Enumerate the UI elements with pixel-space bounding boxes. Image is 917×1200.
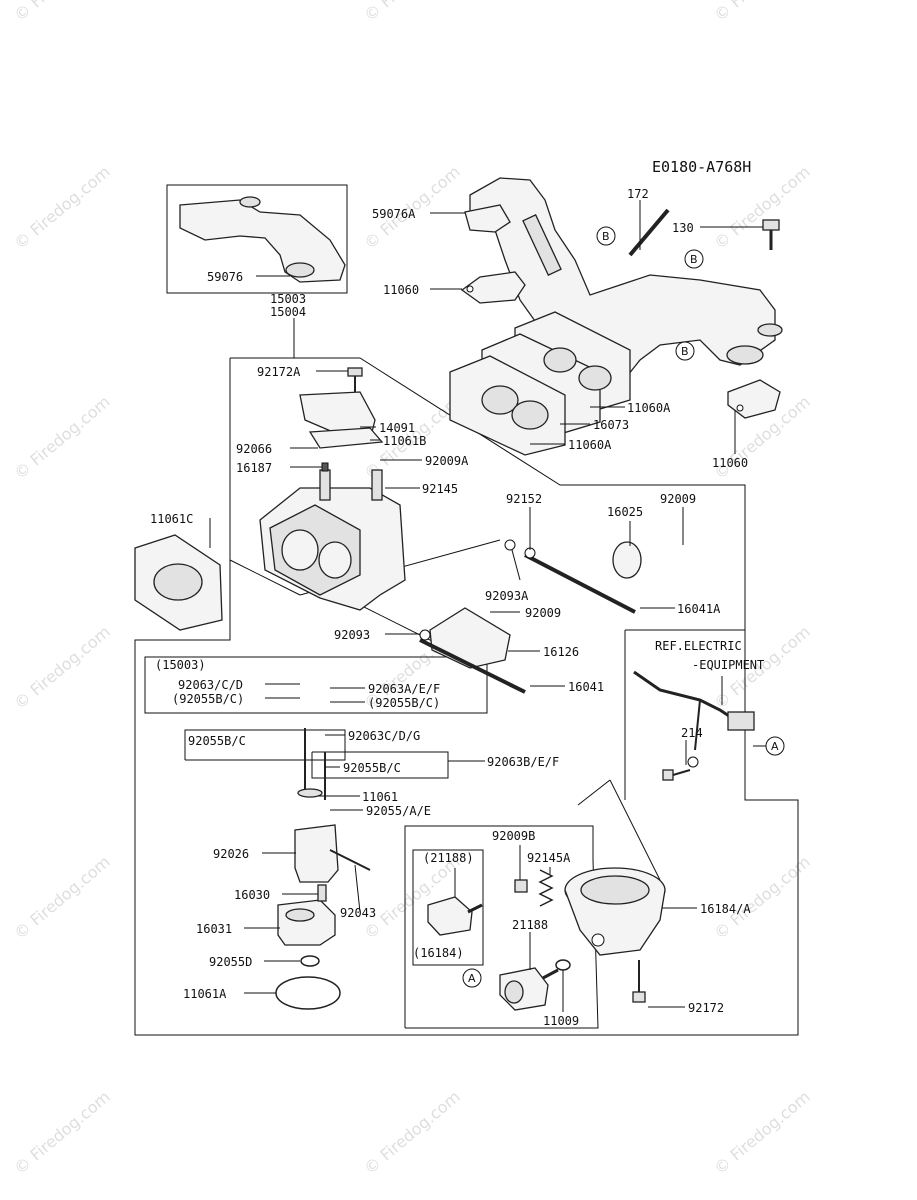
part-label: (92055B/C) (368, 696, 440, 710)
watermark: © Firedog.com (10, 392, 113, 483)
part-label: 14091 (379, 421, 415, 435)
part-label: 172 (627, 187, 649, 201)
part-label: 92063/C/D (178, 678, 243, 692)
part-label: 16126 (543, 645, 579, 659)
svg-text:A: A (771, 740, 779, 753)
part-label: 11060 (712, 456, 748, 470)
watermark: © Firedog.com (710, 0, 813, 25)
svg-text:B: B (690, 253, 698, 266)
part-label: 92055B/C (343, 761, 401, 775)
part-label: 92009 (525, 606, 561, 620)
part-label: 130 (672, 221, 694, 235)
part-label: 59076A (372, 207, 416, 221)
part-label: 92145A (527, 851, 571, 865)
part-label: 92145 (422, 482, 458, 496)
part-label: 15003 (270, 292, 306, 306)
svg-text:A: A (468, 972, 476, 985)
svg-text:B: B (681, 345, 689, 358)
part-label: 11060A (627, 401, 671, 415)
part-label: 92043 (340, 906, 376, 920)
part-label: 92066 (236, 442, 272, 456)
marker-b: B (675, 341, 695, 361)
part-label: 11061 (362, 790, 398, 804)
watermark: © Firedog.com (10, 162, 113, 253)
part-label: 92152 (506, 492, 542, 506)
part-label: 214 (681, 726, 703, 740)
inset-label-21188: (21188) (423, 851, 474, 865)
inset-label-16184: (16184) (413, 946, 464, 960)
inset-label-15003: (15003) (155, 658, 206, 672)
parts-art (134, 177, 783, 1011)
marker-a: A (765, 736, 785, 756)
watermark: © Firedog.com (10, 0, 113, 25)
watermark: © Firedog.com (10, 622, 113, 713)
part-labels: 59076A 172 130 11060 59076 15003 15004 1… (150, 187, 751, 1028)
watermark: © Firedog.com (360, 0, 463, 25)
part-label: 92055D (209, 955, 252, 969)
part-label: 11061A (183, 987, 227, 1001)
part-label: 92055/A/E (366, 804, 431, 818)
part-label: 16030 (234, 888, 270, 902)
part-label: 92172A (257, 365, 301, 379)
part-label: 11009 (543, 1014, 579, 1028)
part-label: 59076 (207, 270, 243, 284)
part-label: 11061C (150, 512, 193, 526)
part-label: 16031 (196, 922, 232, 936)
part-label: 15004 (270, 305, 306, 319)
part-label: 16073 (593, 418, 629, 432)
part-label: 92009A (425, 454, 469, 468)
watermark: © Firedog.com (10, 1087, 113, 1178)
part-label: 16025 (607, 505, 643, 519)
part-label: 92063B/E/F (487, 755, 559, 769)
part-label: 16041 (568, 680, 604, 694)
reference-note: -EQUIPMENT (692, 658, 764, 672)
marker-a: A (462, 968, 482, 988)
part-label: 92063C/D/G (348, 729, 420, 743)
leader-lines (209, 200, 766, 1012)
part-label: 11060 (383, 283, 419, 297)
marker-b: B (684, 249, 704, 269)
inset-labels: (15003) (21188) (16184) REF.ELECTRIC -EQ… (155, 639, 764, 960)
watermark: © Firedog.com (10, 852, 113, 943)
part-label: 92009 (660, 492, 696, 506)
part-label: 11060A (568, 438, 612, 452)
frames (134, 184, 799, 1036)
watermark: © Firedog.com (710, 1087, 813, 1178)
part-label: 92055B/C (188, 734, 246, 748)
part-label: 92093 (334, 628, 370, 642)
part-label: 16184/A (700, 902, 751, 916)
part-label: 92026 (213, 847, 249, 861)
part-label: 11061B (383, 434, 426, 448)
reference-note: REF.ELECTRIC (655, 639, 742, 653)
part-label: 16187 (236, 461, 272, 475)
svg-text:B: B (602, 230, 610, 243)
part-label: 92093A (485, 589, 529, 603)
part-label: 92063A/E/F (368, 682, 440, 696)
part-label: 21188 (512, 918, 548, 932)
part-label: 92009B (492, 829, 535, 843)
watermark: © Firedog.com (360, 1087, 463, 1178)
part-label: (92055B/C) (172, 692, 244, 706)
part-label: 16041A (677, 602, 721, 616)
part-label: 92172 (688, 1001, 724, 1015)
diagram-code: E0180-A768H (652, 158, 751, 176)
marker-b: B (596, 226, 616, 246)
